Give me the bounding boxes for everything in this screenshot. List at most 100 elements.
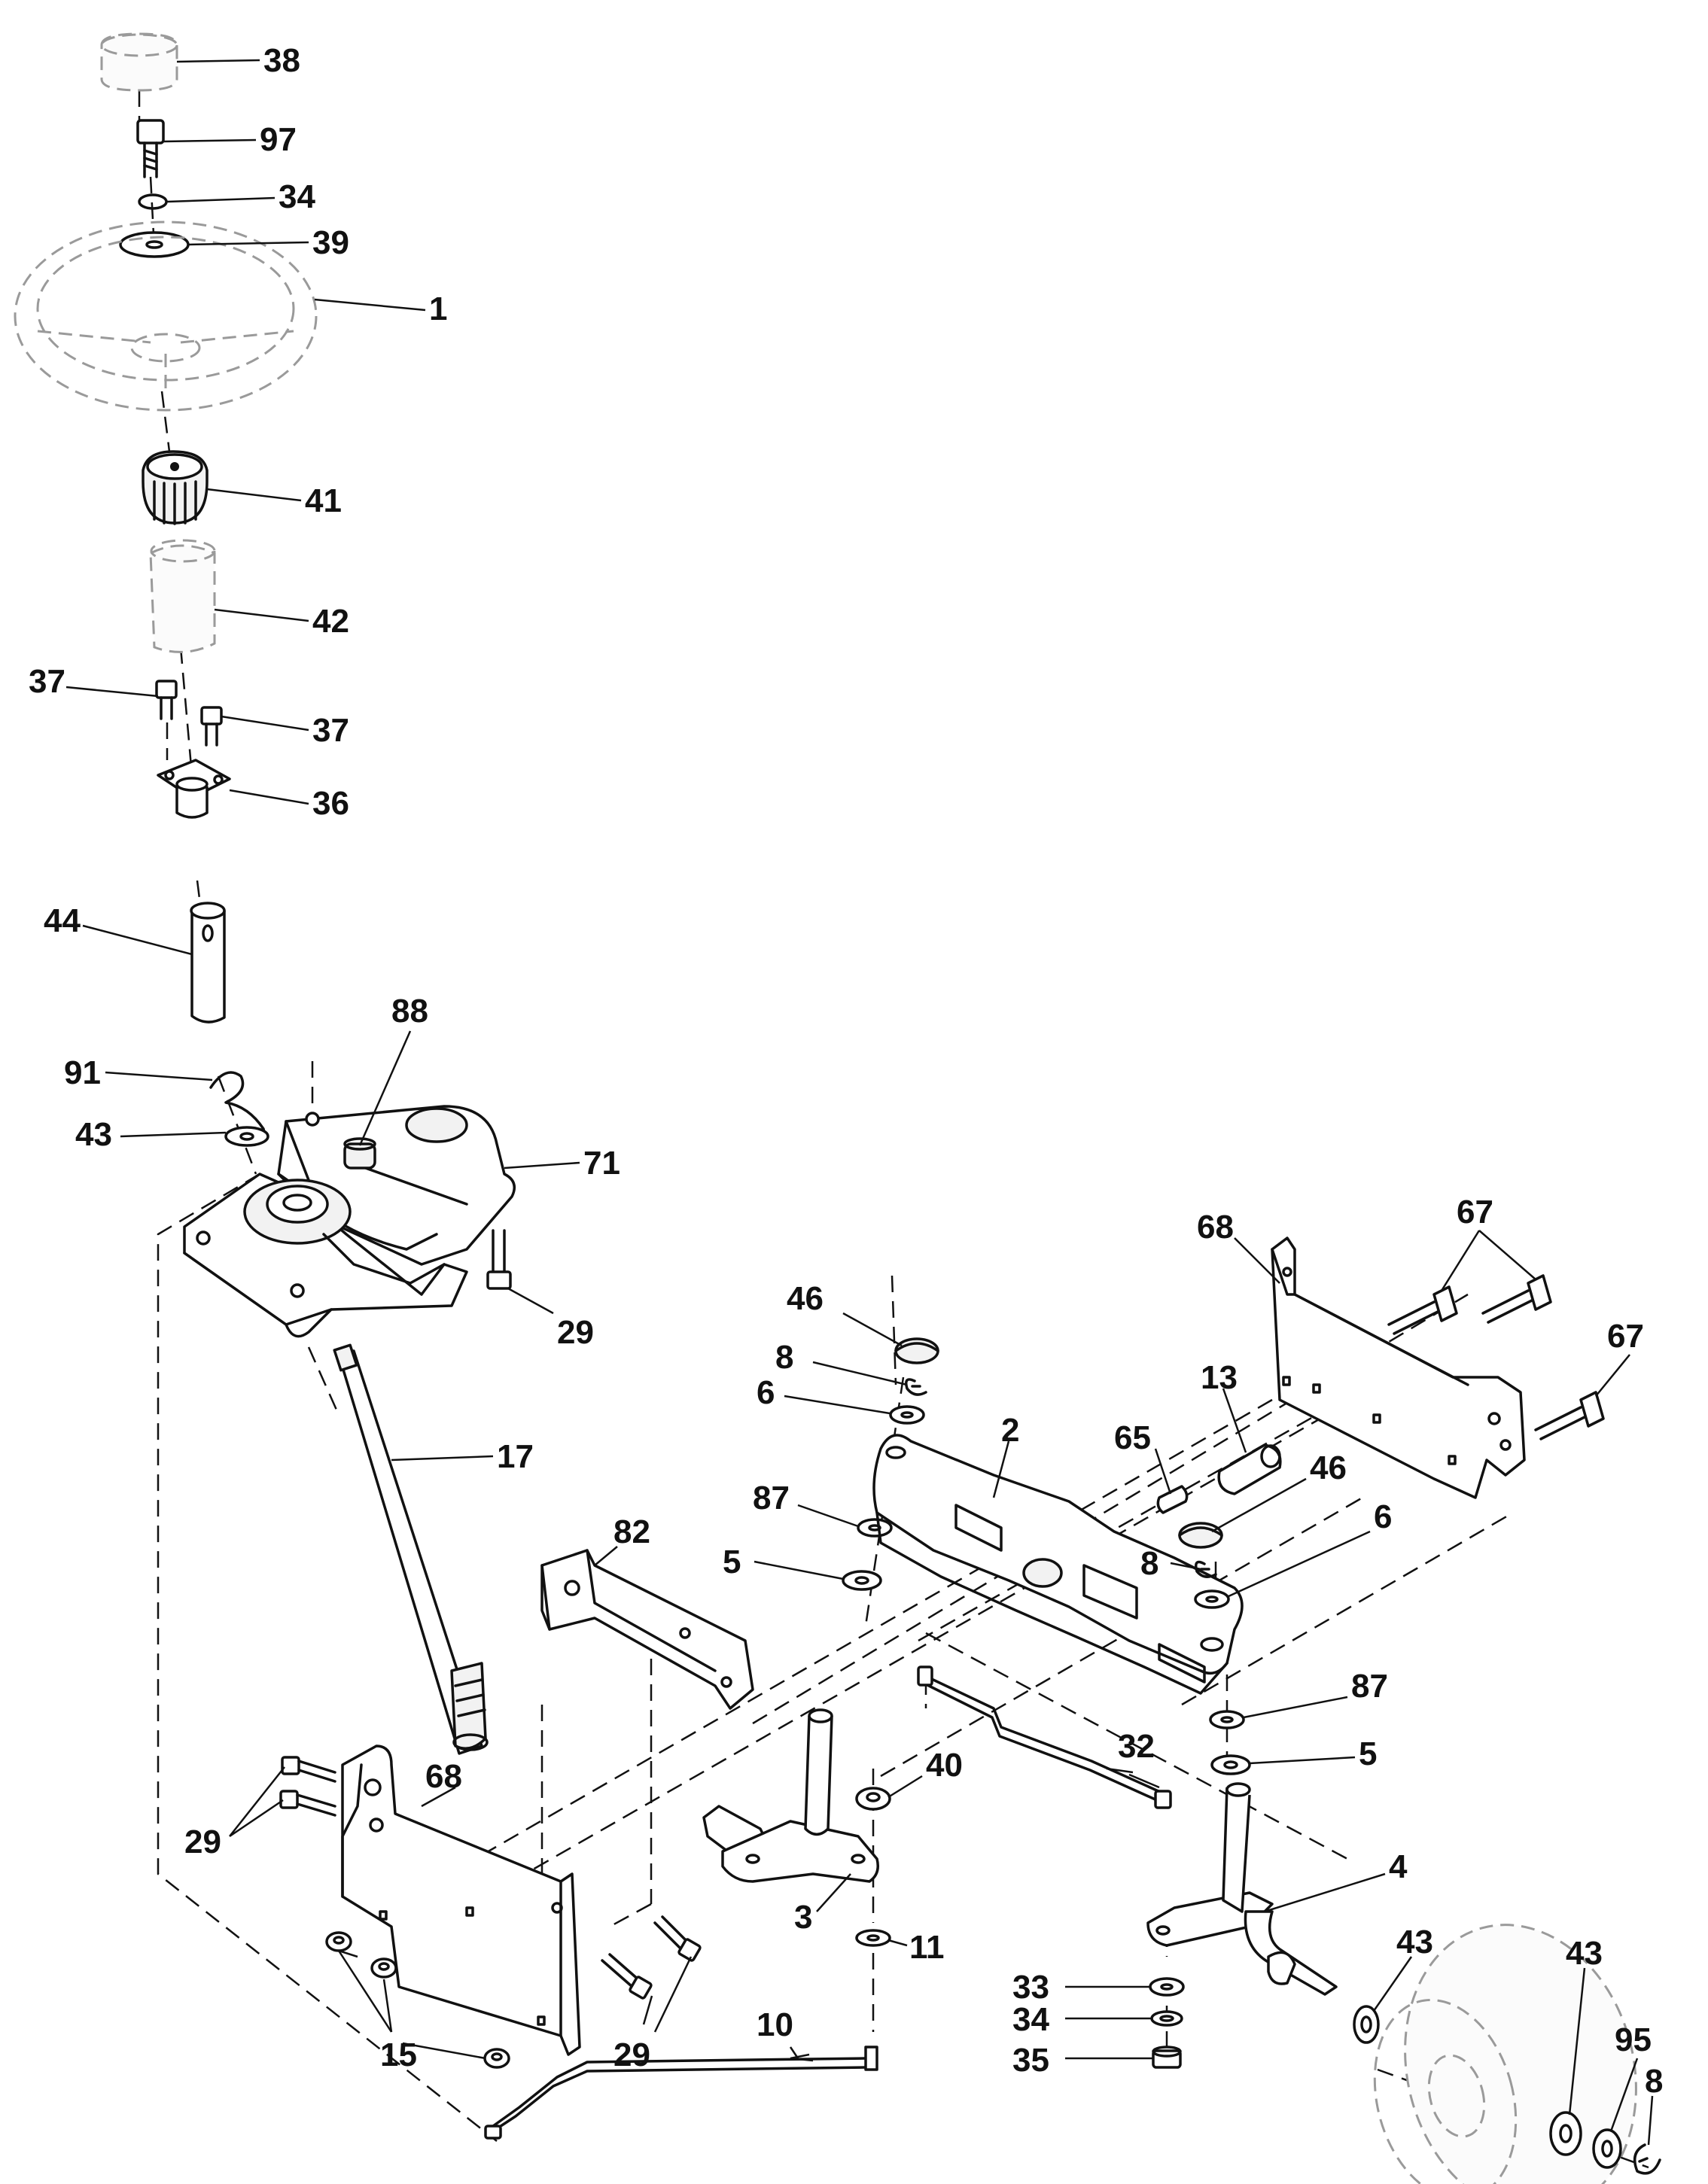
part-34-lock-washer-lower bbox=[1150, 2010, 1183, 2027]
part-67-bolts bbox=[1387, 1274, 1605, 1440]
callout-46-lower: 46 bbox=[1310, 1449, 1347, 1486]
callout-29-top: 29 bbox=[557, 1314, 594, 1351]
part-17-pinion-shaft bbox=[333, 1343, 489, 1755]
callout-67-right: 67 bbox=[1607, 1318, 1644, 1355]
callout-34-lower: 34 bbox=[1012, 2001, 1049, 2038]
part-6-washer-upper bbox=[889, 1405, 925, 1425]
callout-35: 35 bbox=[1012, 2042, 1049, 2079]
callout-1: 1 bbox=[429, 290, 447, 327]
part-6-washer-lower bbox=[1194, 1589, 1230, 1609]
part-44-steering-shaft bbox=[190, 902, 226, 1024]
callout-2: 2 bbox=[1001, 1412, 1019, 1449]
callout-11: 11 bbox=[909, 1929, 945, 1966]
part-37-bolt-left bbox=[155, 680, 178, 720]
part-1-steering-wheel bbox=[14, 221, 318, 412]
callout-33: 33 bbox=[1012, 1969, 1049, 2006]
callout-29-left: 29 bbox=[184, 1824, 221, 1860]
callout-41: 41 bbox=[305, 482, 342, 519]
callout-44: 44 bbox=[44, 902, 81, 939]
callout-3: 3 bbox=[794, 1899, 812, 1936]
callout-4: 4 bbox=[1389, 1848, 1408, 1885]
part-10-drag-link bbox=[484, 2046, 878, 2140]
part-41-adapter bbox=[142, 450, 209, 525]
callout-32: 32 bbox=[1118, 1728, 1155, 1765]
callout-67-top: 67 bbox=[1457, 1194, 1493, 1230]
part-13-bushing bbox=[1217, 1443, 1282, 1495]
part-68-right-plate bbox=[1271, 1236, 1526, 1499]
part-8-eclip-lower bbox=[1195, 1560, 1217, 1578]
callout-87-lower: 87 bbox=[1351, 1668, 1388, 1705]
part-36-flange-bushing bbox=[157, 759, 231, 819]
part-97-bolt bbox=[136, 119, 165, 178]
callout-29-lower: 29 bbox=[613, 2036, 650, 2073]
part-32-tie-rod bbox=[917, 1665, 1172, 1809]
callout-8-lower: 8 bbox=[1140, 1545, 1158, 1582]
callout-6-upper: 6 bbox=[757, 1374, 775, 1411]
part-38-cap bbox=[100, 32, 178, 92]
part-5-washer-upper bbox=[842, 1570, 882, 1591]
callout-68-right: 68 bbox=[1197, 1209, 1234, 1246]
callout-65: 65 bbox=[1114, 1419, 1151, 1456]
callout-5-lower: 5 bbox=[1359, 1735, 1377, 1772]
callout-8-wheel: 8 bbox=[1645, 2063, 1663, 2100]
callouts: 38 97 34 39 1 41 42 37 37 36 44 88 91 43… bbox=[29, 42, 1663, 2100]
callout-39: 39 bbox=[312, 224, 349, 261]
callout-36: 36 bbox=[312, 785, 349, 822]
part-43-washer-top bbox=[224, 1126, 269, 1147]
part-4-spindle-right bbox=[1146, 1782, 1338, 1996]
callout-68-left: 68 bbox=[425, 1758, 462, 1795]
part-3-spindle-left bbox=[702, 1708, 879, 1883]
part-29-bolts-lower bbox=[601, 1915, 702, 2000]
callout-17: 17 bbox=[497, 1438, 534, 1475]
callout-15: 15 bbox=[380, 2036, 417, 2073]
part-2-front-axle bbox=[872, 1434, 1244, 1695]
part-29-bolts-left bbox=[279, 1756, 336, 1817]
callout-37-right: 37 bbox=[312, 712, 349, 749]
callout-37-left: 37 bbox=[29, 663, 65, 700]
callout-8-upper: 8 bbox=[775, 1339, 793, 1376]
part-37-bolt-right bbox=[200, 706, 223, 747]
part-5-washer-lower bbox=[1210, 1754, 1251, 1775]
callout-6-lower: 6 bbox=[1374, 1498, 1392, 1535]
callout-34: 34 bbox=[279, 178, 315, 215]
callout-40: 40 bbox=[926, 1747, 963, 1784]
part-8-eclip-upper bbox=[905, 1378, 927, 1396]
callout-71: 71 bbox=[583, 1145, 620, 1182]
callout-43-wheel: 43 bbox=[1566, 1935, 1603, 1972]
callout-91: 91 bbox=[64, 1054, 101, 1091]
callout-87-upper: 87 bbox=[753, 1480, 790, 1516]
part-87-washer-upper bbox=[857, 1518, 893, 1538]
part-46-cap-upper bbox=[894, 1337, 939, 1364]
part-33-washer bbox=[1149, 1977, 1185, 1997]
part-gear-housing bbox=[183, 1173, 468, 1338]
leader-lines bbox=[65, 59, 1654, 2146]
part-34-lock-washer bbox=[138, 193, 168, 210]
part-8-eclip-wheel bbox=[1633, 2143, 1661, 2175]
part-35-nut bbox=[1152, 2046, 1182, 2069]
callout-82: 82 bbox=[613, 1513, 650, 1550]
callout-97: 97 bbox=[260, 121, 297, 158]
part-65-pin bbox=[1156, 1485, 1189, 1514]
part-82-bracket bbox=[540, 1549, 754, 1710]
part-11-washer bbox=[855, 1929, 891, 1947]
part-42-sleeve bbox=[149, 539, 216, 653]
callout-43-axle: 43 bbox=[1396, 1924, 1433, 1960]
callout-5-upper: 5 bbox=[723, 1544, 741, 1580]
callout-13: 13 bbox=[1201, 1359, 1238, 1396]
callout-95: 95 bbox=[1615, 2021, 1652, 2058]
part-43-washer-wheel bbox=[1549, 2111, 1582, 2156]
callout-88: 88 bbox=[391, 993, 428, 1030]
part-46-cap-lower bbox=[1178, 1522, 1223, 1549]
part-87-washer-lower bbox=[1209, 1710, 1245, 1729]
callout-42: 42 bbox=[312, 603, 349, 640]
part-40-spacer bbox=[855, 1787, 891, 1811]
part-95-washer bbox=[1592, 2128, 1622, 2169]
callout-38: 38 bbox=[263, 42, 300, 79]
callout-10: 10 bbox=[757, 2006, 793, 2043]
part-68-left-plate bbox=[341, 1744, 581, 2056]
callout-43-top: 43 bbox=[75, 1116, 112, 1153]
part-88-nut bbox=[343, 1137, 376, 1170]
part-39-washer bbox=[119, 231, 190, 258]
part-43-washer-axle bbox=[1353, 2005, 1380, 2044]
